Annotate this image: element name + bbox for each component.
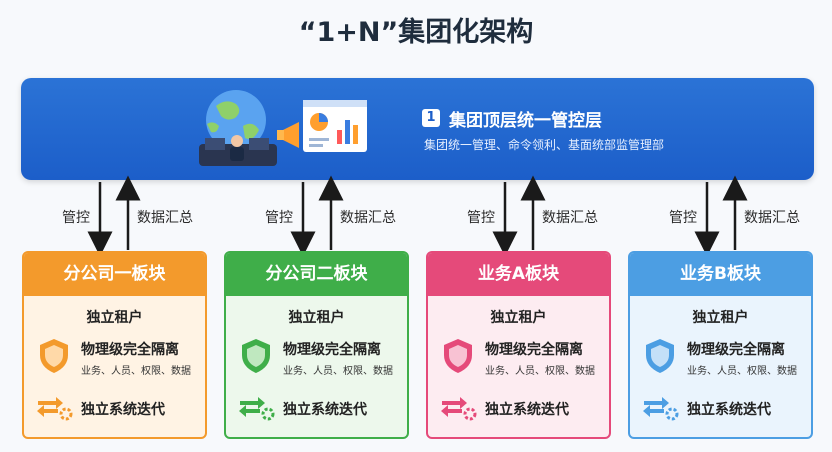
isolation-scope: 业务、人员、权限、数据 [81,366,191,377]
control-label: 管控 [265,210,293,226]
group-control-layer: 1 集团顶层统一管控层 集团统一管理、命令领利、基面统部监管理部 [21,78,814,180]
shield-icon [242,339,270,373]
isolation-title: 物理级完全隔离 [687,342,785,358]
data-summary-label: 数据汇总 [542,210,598,226]
data-summary-label: 数据汇总 [744,210,800,226]
card-title: 分公司一板块 [24,253,205,296]
shield-icon [40,339,68,373]
branch-one-card: 分公司一板块 独立租户 物理级完全隔离 业务、人员、权限、数据 独立系统迭代 [22,251,207,439]
iteration-title: 独立系统迭代 [485,402,569,418]
iteration-gear-icon [441,397,477,421]
tenant-label: 独立租户 [692,310,749,326]
card-title: 业务A板块 [428,253,609,296]
isolation-title: 物理级完全隔离 [485,342,583,358]
shield-icon [646,339,674,373]
command-center-illustration [199,90,367,166]
iteration-gear-icon [37,397,73,421]
iteration-title: 独立系统迭代 [283,402,367,418]
data-summary-label: 数据汇总 [137,210,193,226]
isolation-scope: 业务、人员、权限、数据 [283,366,393,377]
tenant-label: 独立租户 [288,310,345,326]
control-label: 管控 [467,210,495,226]
arrow-pair-3 [492,175,546,257]
iteration-title: 独立系统迭代 [81,402,165,418]
business-a-card: 业务A板块 独立租户 物理级完全隔离 业务、人员、权限、数据 独立系统迭代 [426,251,611,439]
arrow-pair-4 [694,175,748,257]
isolation-title: 物理级完全隔离 [81,342,179,358]
control-label: 管控 [62,210,90,226]
isolation-title: 物理级完全隔离 [283,342,381,358]
business-b-card: 业务B板块 独立租户 物理级完全隔离 业务、人员、权限、数据 独立系统迭代 [628,251,813,439]
data-summary-label: 数据汇总 [340,210,396,226]
page-title: “1+N”集团化架构 [298,17,534,48]
isolation-scope: 业务、人员、权限、数据 [485,366,595,377]
layer-title: 集团顶层统一管控层 [449,111,602,131]
iteration-title: 独立系统迭代 [687,402,771,418]
shield-icon [444,339,472,373]
iteration-gear-icon [643,397,679,421]
branch-two-card: 分公司二板块 独立租户 物理级完全隔离 业务、人员、权限、数据 独立系统迭代 [224,251,409,439]
tenant-label: 独立租户 [86,310,143,326]
arrow-pair-1 [87,175,141,257]
arrow-pair-2 [290,175,344,257]
tenant-label: 独立租户 [490,310,547,326]
card-title: 分公司二板块 [226,253,407,296]
layer-number-badge: 1 [422,109,440,127]
control-label: 管控 [669,210,697,226]
layer-subtitle: 集团统一管理、命令领利、基面统部监管理部 [424,138,665,152]
iteration-gear-icon [239,397,275,421]
isolation-scope: 业务、人员、权限、数据 [687,366,797,377]
card-title: 业务B板块 [630,253,811,296]
